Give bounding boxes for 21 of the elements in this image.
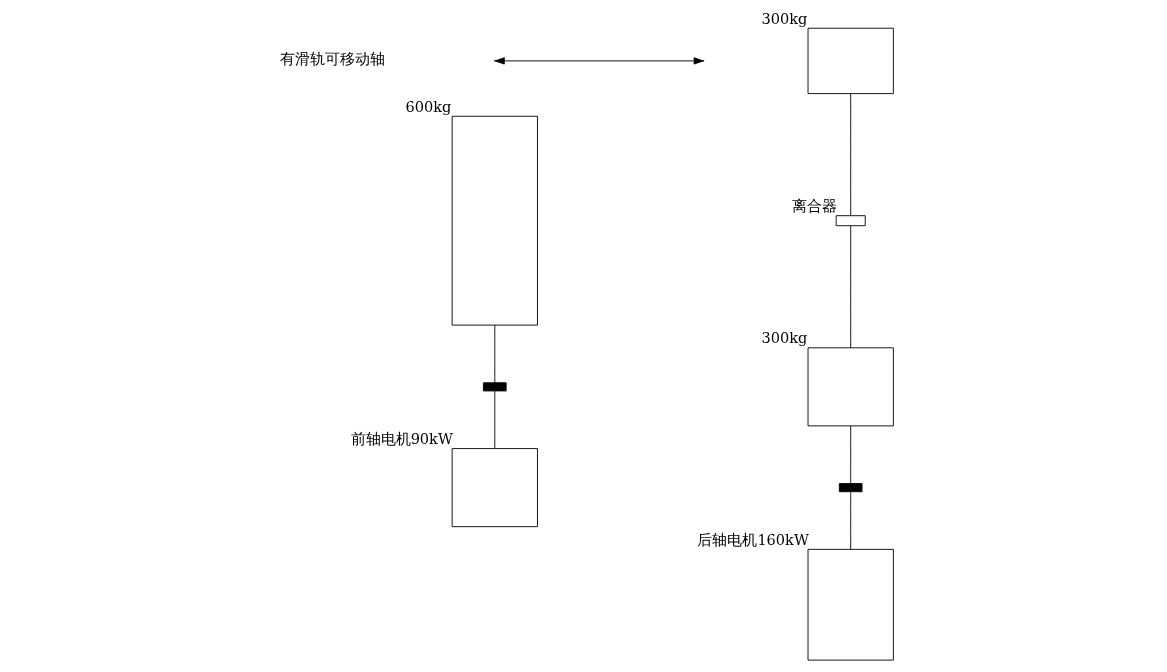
node-label: 前轴电机90kW [350, 430, 453, 447]
node-clutch [835, 215, 866, 227]
node-label: 600kg [405, 98, 451, 115]
node-box [451, 448, 538, 528]
node-box [807, 548, 894, 661]
node-box [451, 115, 538, 326]
connector [849, 93, 851, 217]
connector [493, 390, 495, 449]
node-coupling [482, 382, 507, 392]
node-label: 后轴电机160kW [696, 531, 809, 548]
node-box [807, 347, 894, 427]
label: 有滑轨可移动轴 [279, 51, 385, 68]
connector [849, 491, 851, 550]
connector [493, 324, 495, 384]
node-label: 300kg [761, 10, 807, 27]
node-label: 离合器 [791, 197, 837, 214]
connector [849, 225, 851, 349]
connector [849, 425, 851, 484]
node-box [807, 27, 894, 95]
node-label: 300kg [761, 330, 807, 347]
node-coupling [838, 483, 862, 493]
